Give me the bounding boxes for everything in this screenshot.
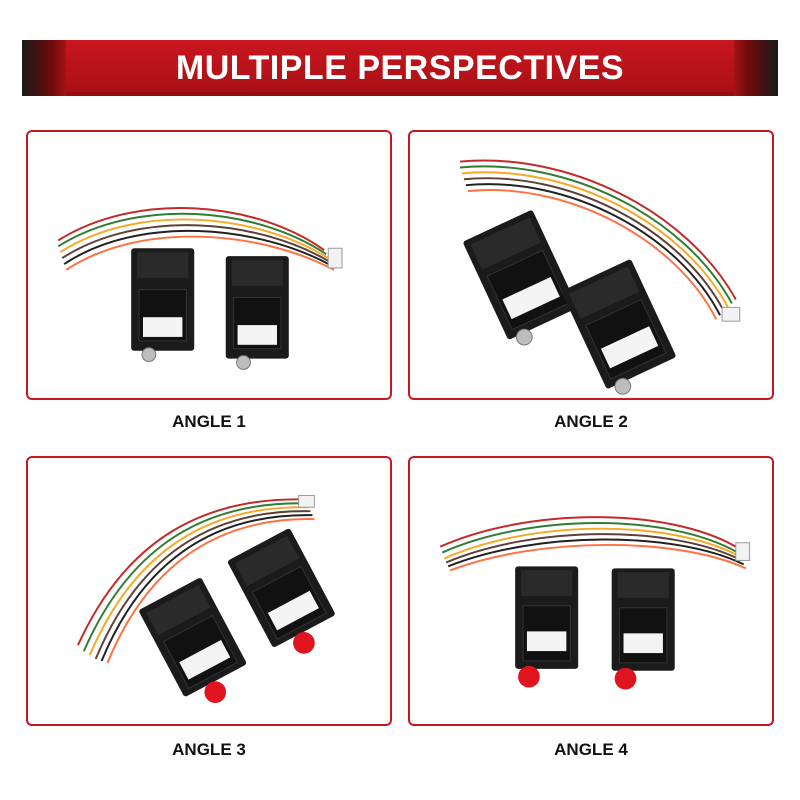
fiber-module-right	[225, 256, 289, 370]
banner-left-accent	[22, 40, 70, 96]
fiber-module-right	[611, 568, 675, 690]
product-photo-angle-2	[459, 159, 741, 395]
wire-connector	[721, 306, 741, 322]
fiber-module-right	[562, 259, 676, 395]
wire-bundle	[439, 516, 747, 572]
product-image-angle-2	[408, 130, 774, 400]
wire-connector	[735, 542, 751, 561]
caption-angle-4: ANGLE 4	[554, 740, 628, 759]
wire-connector	[327, 247, 343, 269]
product-image-angle-4	[408, 456, 774, 726]
page-title: MULTIPLE PERSPECTIVES	[175, 48, 625, 87]
product-photo-angle-4	[439, 516, 751, 690]
caption-angle-3: ANGLE 3	[172, 740, 246, 759]
caption-angle-2: ANGLE 2	[554, 412, 628, 431]
wire-connector	[298, 494, 315, 508]
wire-bundle	[459, 159, 737, 320]
product-photo-angle-1	[57, 207, 343, 370]
wire-bundle	[57, 207, 335, 271]
fiber-module-right	[227, 528, 335, 654]
caption-angle-1: ANGLE 1	[172, 412, 246, 431]
banner-right-accent	[730, 40, 778, 96]
product-image-angle-3	[26, 456, 392, 726]
wire-bundle	[77, 498, 315, 664]
fiber-module-left	[515, 566, 579, 688]
fiber-module-left	[463, 210, 578, 346]
product-photo-angle-3	[77, 494, 335, 703]
fiber-module-left	[131, 248, 195, 363]
fiber-module-left	[139, 578, 247, 703]
product-image-angle-1	[26, 130, 392, 400]
header-banner: MULTIPLE PERSPECTIVES	[66, 40, 734, 96]
